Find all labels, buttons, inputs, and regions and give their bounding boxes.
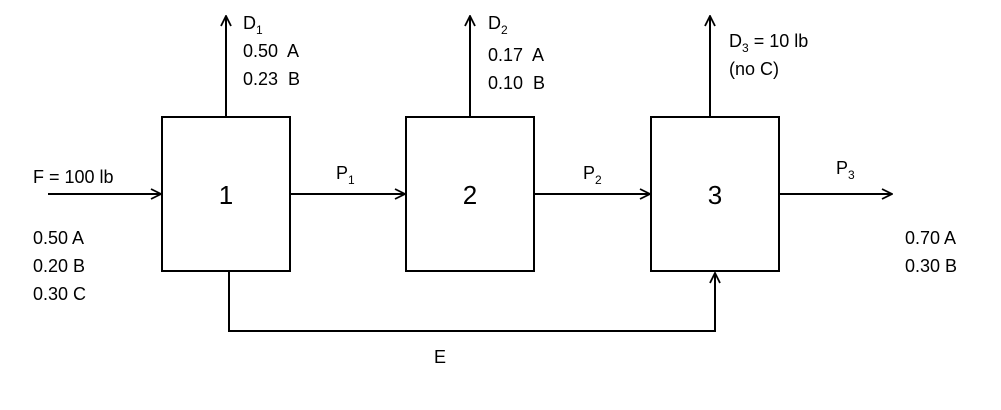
unit-3-label: 3	[708, 180, 722, 210]
unit-1-label: 1	[219, 180, 233, 210]
unit-2-label: 2	[463, 180, 477, 210]
p2-label: P2	[583, 163, 602, 187]
unit-3-box	[650, 116, 780, 272]
d2-composition-b: 0.10 B	[488, 73, 545, 93]
d2-composition-a: 0.17 A	[488, 45, 544, 65]
p3-label: P3	[836, 158, 855, 182]
feed-label: F = 100 lb	[33, 167, 114, 187]
unit-2-box	[405, 116, 535, 272]
recycle-e-line	[228, 271, 715, 332]
d2-label: D2	[488, 13, 508, 37]
unit-1-box	[161, 116, 291, 272]
d1-composition-a: 0.50 A	[243, 41, 299, 61]
d1-label: D1	[243, 13, 263, 37]
p3-composition-b: 0.30 B	[905, 256, 957, 276]
d1-composition-b: 0.23 B	[243, 69, 300, 89]
recycle-e-label: E	[434, 347, 446, 367]
p1-label: P1	[336, 163, 355, 187]
d3-note: (no C)	[729, 59, 779, 79]
feed-composition-a: 0.50 A	[33, 228, 84, 248]
d3-label: D3 = 10 lb	[729, 31, 808, 55]
p3-composition-a: 0.70 A	[905, 228, 956, 248]
feed-composition-b: 0.20 B	[33, 256, 85, 276]
feed-composition-c: 0.30 C	[33, 284, 86, 304]
